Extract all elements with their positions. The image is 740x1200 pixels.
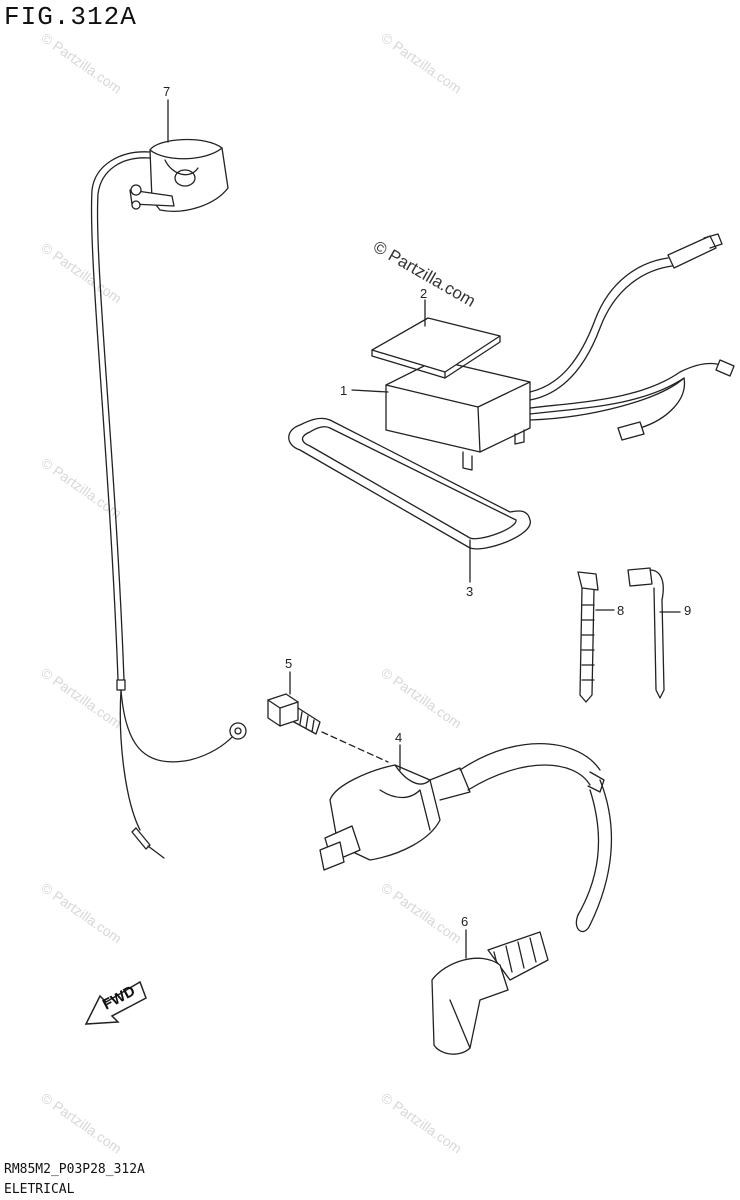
callout-3: 3 xyxy=(466,584,473,599)
diagram-code: RM85M2_P03P28_312A xyxy=(4,1162,145,1177)
callout-7: 7 xyxy=(163,84,170,99)
rubber-strap-part xyxy=(288,417,531,550)
watermark: © Partzilla.com xyxy=(38,879,124,946)
pickup-coil-part xyxy=(90,138,247,859)
watermark: © Partzilla.com xyxy=(38,664,124,731)
callout-2: 2 xyxy=(420,286,427,301)
bolt-part xyxy=(267,693,389,763)
callout-1: 1 xyxy=(340,383,347,398)
callout-6: 6 xyxy=(461,914,468,929)
wire-clamp-part xyxy=(627,567,665,699)
cdi-unit-part xyxy=(371,233,735,471)
watermark: © Partzilla.com xyxy=(378,1089,464,1156)
diagram-category: ELETRICAL xyxy=(4,1182,75,1197)
watermark: © Partzilla.com xyxy=(378,29,464,96)
ignition-coil-part xyxy=(319,742,613,933)
callout-4: 4 xyxy=(395,730,402,745)
figure-title: FIG.312A xyxy=(4,2,137,32)
cable-tie-part xyxy=(577,571,599,703)
watermark: © Partzilla.com xyxy=(38,239,124,306)
spark-plug-cap-part xyxy=(431,931,549,1055)
callout-5: 5 xyxy=(285,656,292,671)
callout-9: 9 xyxy=(684,603,691,618)
watermark: © Partzilla.com xyxy=(38,1089,124,1156)
callout-8: 8 xyxy=(617,603,624,618)
watermark-layer: © Partzilla.com © Partzilla.com © Partzi… xyxy=(38,29,464,1156)
watermark: © Partzilla.com xyxy=(378,879,464,946)
watermark: © Partzilla.com xyxy=(378,664,464,731)
forward-direction-arrow: FWD xyxy=(84,980,147,1025)
watermark: © Partzilla.com xyxy=(38,29,124,96)
